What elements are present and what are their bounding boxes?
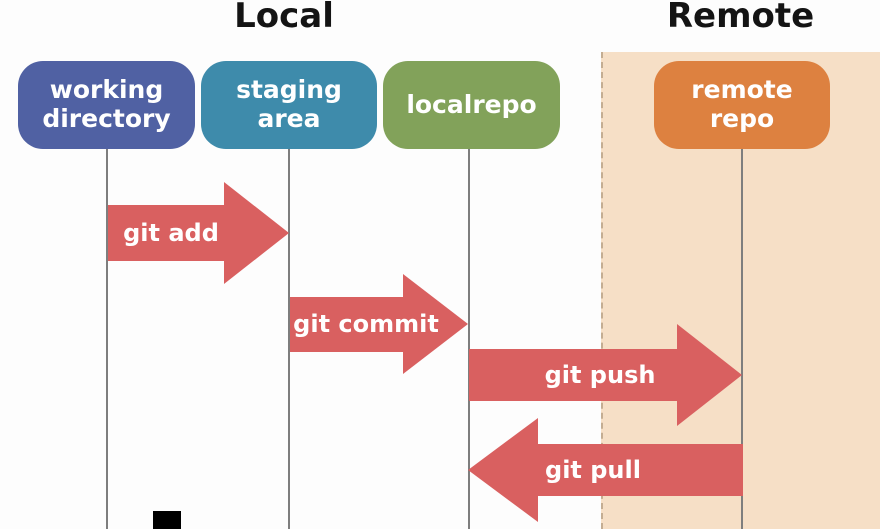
section-title-local: Local	[234, 0, 334, 36]
node-working-directory: working directory	[18, 61, 195, 149]
arrow-git-add-head-icon	[224, 182, 289, 284]
lifeline-remote-repo	[741, 148, 743, 529]
arrow-git-pull-head-icon	[468, 418, 538, 522]
node-label: working directory	[42, 75, 171, 133]
section-title-remote: Remote	[666, 0, 815, 36]
node-staging-area: staging area	[201, 61, 377, 149]
node-localrepo: localrepo	[383, 61, 560, 149]
arrow-label-git-push: git push	[544, 361, 656, 389]
lifeline-staging-area	[288, 148, 290, 529]
arrow-git-add-body	[108, 205, 224, 261]
arrow-git-push-head-icon	[677, 324, 742, 426]
arrow-git-commit-body	[290, 297, 403, 352]
lifeline-localrepo	[468, 148, 470, 529]
arrow-label-git-add: git add	[123, 219, 219, 247]
node-label: remote repo	[691, 75, 793, 133]
arrow-git-push-body	[469, 349, 677, 401]
arrow-label-git-commit: git commit	[293, 310, 439, 338]
arrow-git-pull-body	[538, 444, 743, 496]
node-remote-repo: remote repo	[654, 61, 830, 149]
arrow-git-commit-head-icon	[403, 274, 468, 374]
lifeline-working-directory	[106, 148, 108, 529]
cursor-artifact	[153, 511, 181, 529]
arrow-label-git-pull: git pull	[545, 456, 641, 484]
node-label: localrepo	[406, 89, 537, 119]
node-label: staging area	[236, 75, 342, 133]
